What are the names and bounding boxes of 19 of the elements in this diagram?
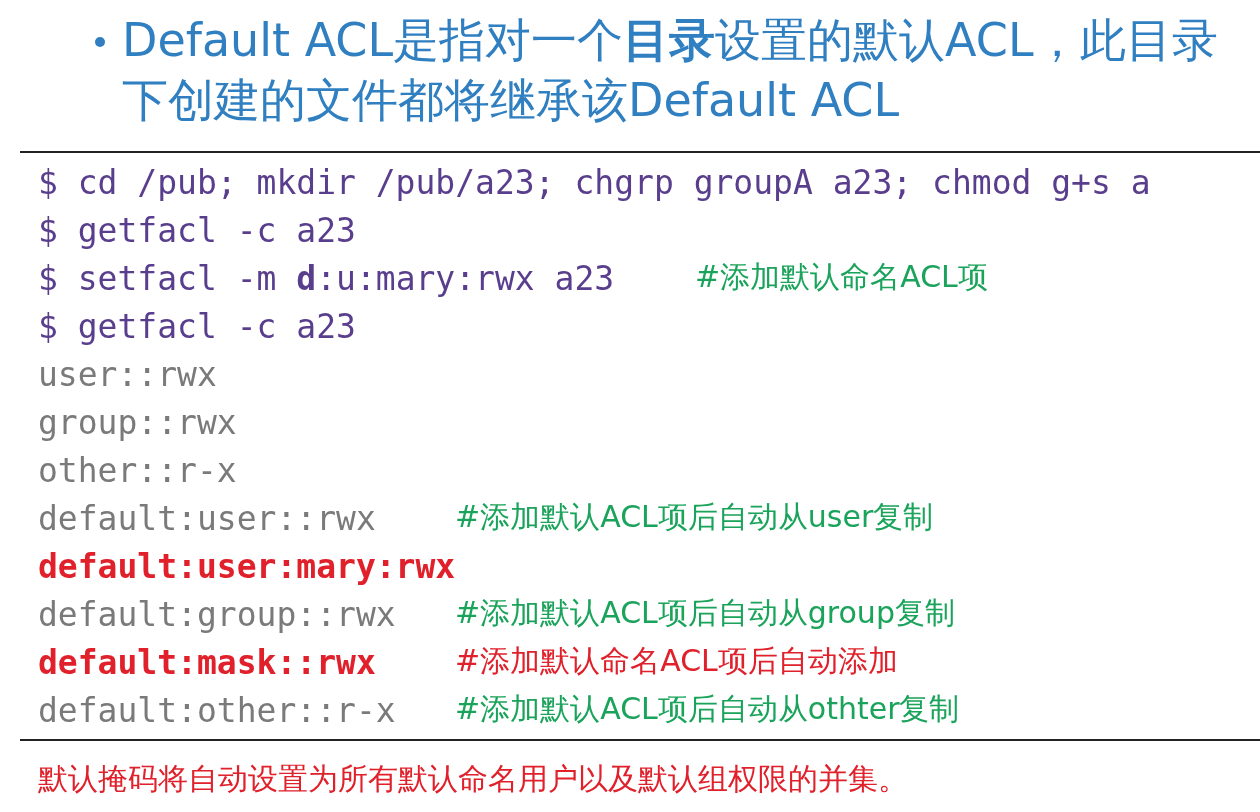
command-output: user::rwx — [38, 355, 217, 395]
slide-heading: Default ACL是指对一个目录设置的默认ACL，此目录下创建的文件都将继承该Default ACL — [122, 12, 1219, 129]
command-output: group::rwx — [38, 403, 237, 443]
command-output: default:other::r-x — [38, 691, 396, 731]
shell-command: $ getfacl -c a23 — [38, 307, 356, 347]
shell-command: $ cd /pub; mkdir /pub/a23; chgrp groupA a23; chmod g+s a — [38, 163, 1151, 203]
code-comment: #添加默认命名ACL项后自动添加 — [455, 643, 898, 679]
code-comment: #添加默认ACL项后自动从othter复制 — [455, 691, 960, 727]
command-output: default:group::rwx — [38, 595, 396, 635]
command-output: default:user::rwx — [38, 499, 376, 539]
code-comment: #添加默认ACL项后自动从user复制 — [455, 499, 934, 535]
code-comment: #添加默认命名ACL项 — [695, 259, 988, 295]
command-output: default:mask::rwx — [38, 643, 376, 683]
command-output: default:user:mary:rwx — [38, 547, 456, 587]
note-text: 默认掩码将自动设置为所有默认命名用户以及默认组权限的并集。 — [38, 760, 908, 797]
code-comment: #添加默认ACL项后自动从group复制 — [455, 595, 955, 631]
command-output: other::r-x — [38, 451, 237, 491]
shell-command: $ setfacl -m d:u:mary:rwx a23 — [38, 259, 615, 299]
shell-command: $ getfacl -c a23 — [38, 211, 356, 251]
